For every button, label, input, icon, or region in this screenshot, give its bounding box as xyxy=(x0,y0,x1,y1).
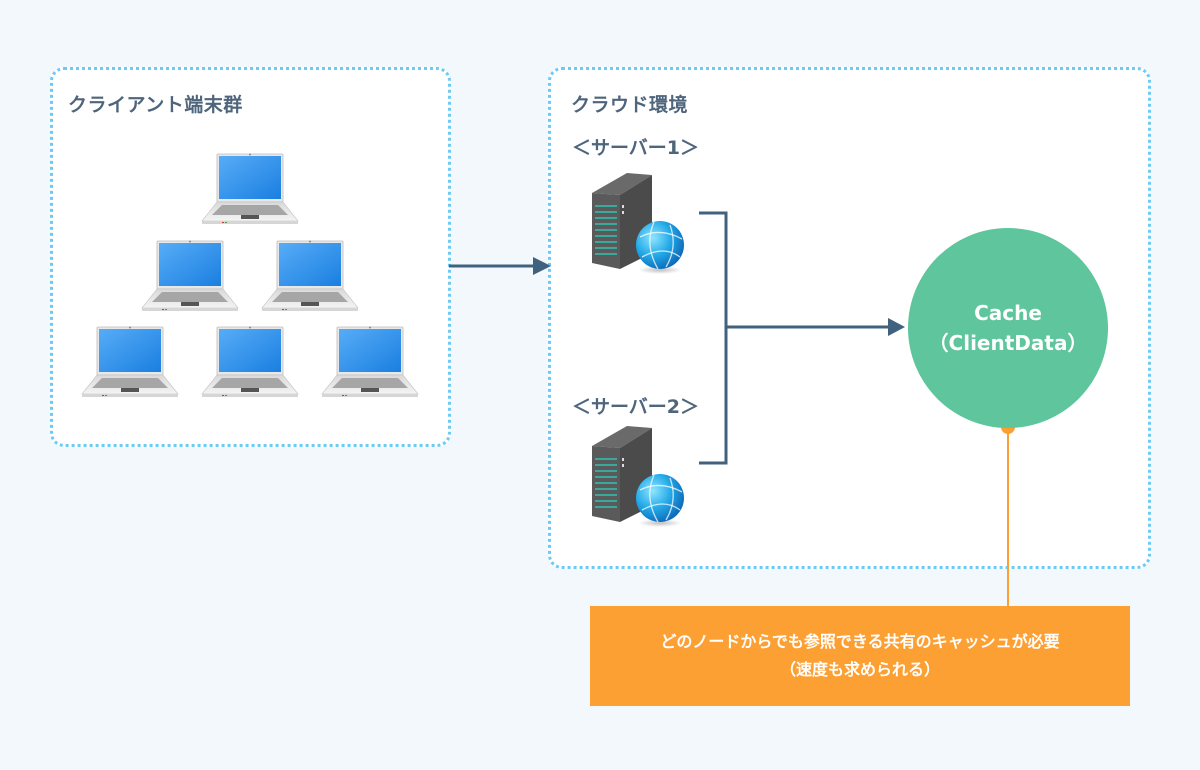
laptop-icon xyxy=(200,153,300,225)
laptop-icon xyxy=(320,326,420,398)
cloud-group-title: クラウド環境 xyxy=(571,94,689,116)
note-line-1: どのノードからでも参照できる共有のキャッシュが必要 xyxy=(660,632,1060,651)
laptop-icon xyxy=(260,240,360,312)
web-server-icon xyxy=(582,418,692,528)
server-2-label: ＜サーバー2＞ xyxy=(572,396,700,418)
laptop-icon xyxy=(140,240,240,312)
requirement-note: どのノードからでも参照できる共有のキャッシュが必要 （速度も求められる） xyxy=(590,606,1130,706)
cache-sublabel: （ClientData） xyxy=(928,331,1088,355)
cache-label: Cache xyxy=(974,301,1042,325)
cache-node: Cache （ClientData） xyxy=(908,228,1108,428)
note-line-2: （速度も求められる） xyxy=(779,660,940,679)
web-server-icon xyxy=(582,165,692,275)
client-to-cloud-arrow xyxy=(449,257,551,275)
laptop-icon xyxy=(200,326,300,398)
server-1-label: ＜サーバー1＞ xyxy=(572,137,700,159)
client-group-title: クライアント端末群 xyxy=(68,94,243,116)
laptop-icon xyxy=(80,326,180,398)
